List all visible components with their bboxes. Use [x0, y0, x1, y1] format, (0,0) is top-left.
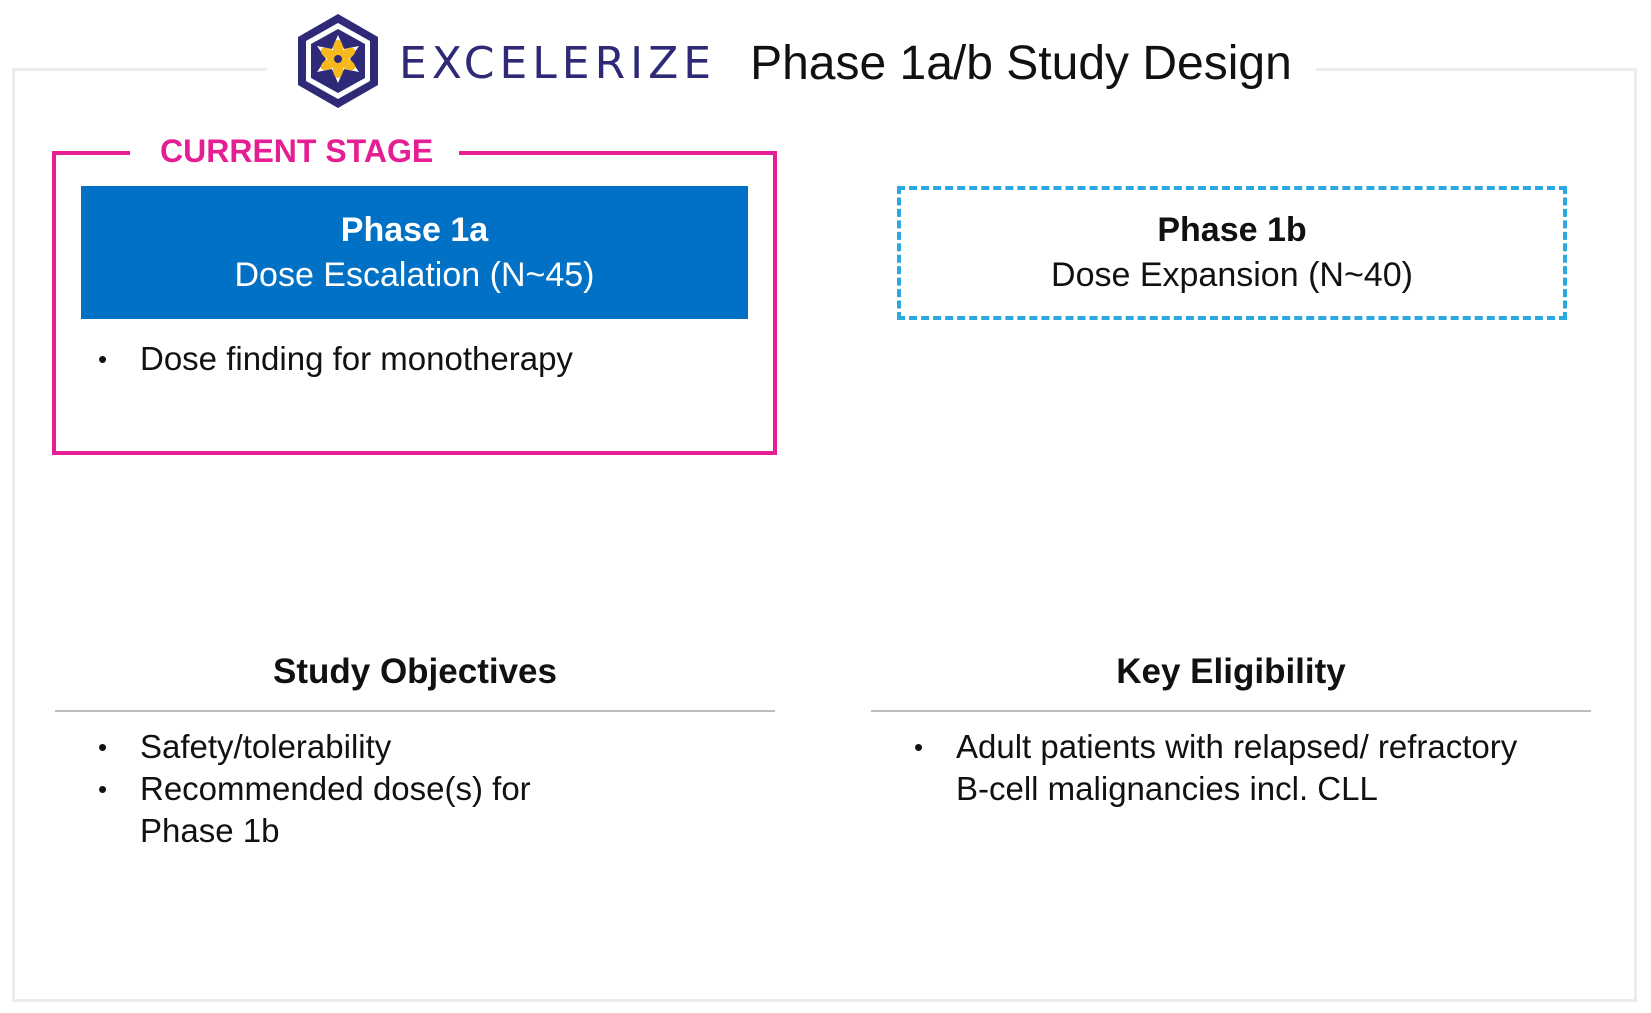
page-title: Phase 1a/b Study Design [750, 36, 1292, 90]
phase-1a-bullet-text: Dose finding for monotherapy [140, 340, 573, 377]
objective-text: Phase 1b [140, 812, 280, 849]
bullet-icon: • [98, 344, 108, 374]
excelerize-logo-icon [298, 14, 378, 108]
key-eligibility-bullets: • Adult patients with relapsed/ refractor… [914, 726, 1517, 810]
list-item-continuation: B-cell malignancies incl. CLL [914, 768, 1517, 810]
brand-name: EXCELERIZE [399, 37, 717, 89]
phase-1a-box: Phase 1a Dose Escalation (N~45) [81, 186, 748, 319]
bullet-icon: • [98, 774, 108, 804]
list-item: • Safety/tolerability [98, 726, 531, 768]
list-item-continuation: Phase 1b [98, 810, 531, 852]
phase-1a-subtitle: Dose Escalation (N~45) [234, 255, 595, 294]
list-item: • Recommended dose(s) for [98, 768, 531, 810]
header: EXCELERIZE Phase 1a/b Study Design [267, 8, 1316, 118]
list-item: • Dose finding for monotherapy [98, 338, 573, 380]
objective-text: Recommended dose(s) for [140, 770, 531, 807]
eligibility-text: Adult patients with relapsed/ refractory [956, 728, 1518, 765]
phase-1b-title: Phase 1b [1157, 211, 1307, 249]
key-eligibility-divider [871, 710, 1591, 712]
eligibility-text: B-cell malignancies incl. CLL [956, 770, 1378, 807]
current-stage-label: CURRENT STAGE [130, 128, 460, 174]
study-objectives-title: Study Objectives [273, 652, 557, 691]
bullet-icon: • [914, 732, 924, 762]
objective-text: Safety/tolerability [140, 728, 392, 765]
bullet-icon: • [98, 732, 108, 762]
phase-1a-bullets: • Dose finding for monotherapy [98, 338, 573, 380]
study-objectives-bullets: • Safety/tolerability • Recommended dose(s… [98, 726, 531, 852]
phase-1b-box: Phase 1b Dose Expansion (N~40) [897, 186, 1567, 320]
phase-1b-subtitle: Dose Expansion (N~40) [1051, 256, 1413, 294]
phase-1a-title: Phase 1a [340, 210, 489, 249]
study-objectives-divider [55, 710, 775, 712]
key-eligibility-title: Key Eligibility [1116, 652, 1346, 691]
list-item: • Adult patients with relapsed/ refractor… [914, 726, 1517, 768]
